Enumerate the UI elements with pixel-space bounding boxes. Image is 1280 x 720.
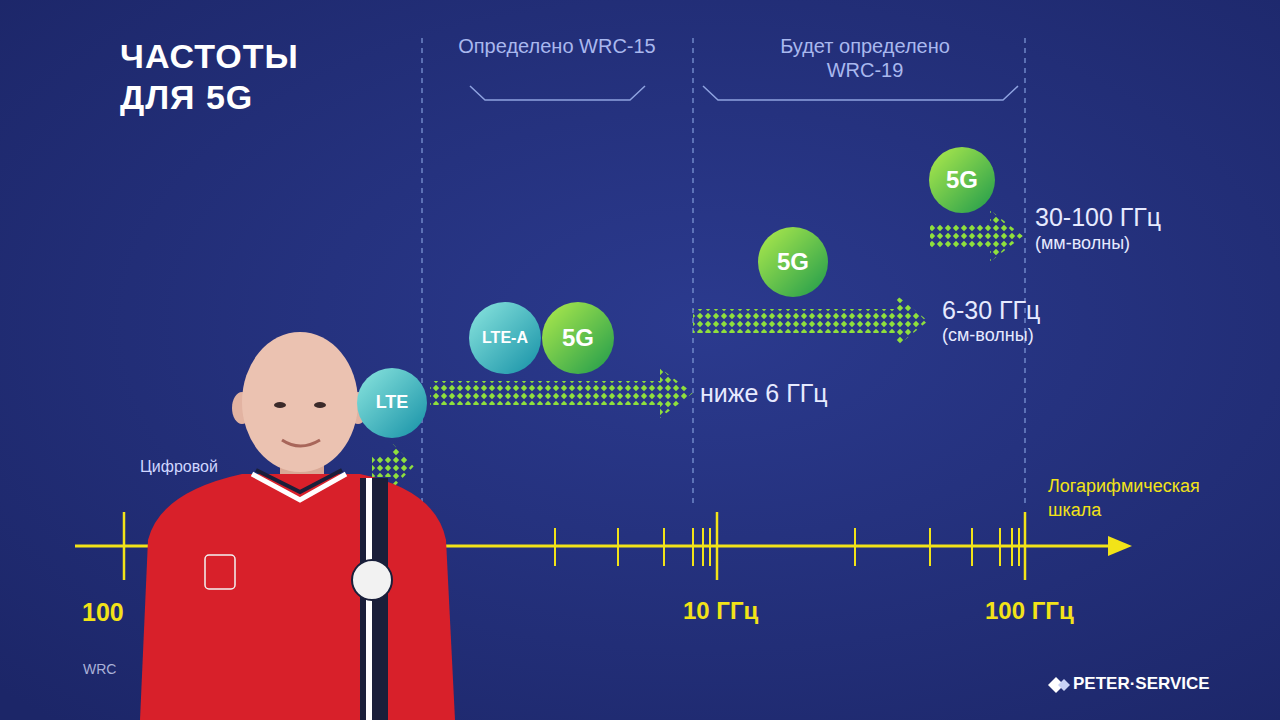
band-name: LTE bbox=[376, 393, 409, 413]
band-name: 5G bbox=[777, 249, 809, 275]
minor-tick bbox=[999, 528, 1001, 566]
presenter-badge bbox=[352, 560, 392, 600]
range-heading: Определено WRC-15 bbox=[457, 34, 657, 58]
band-label: Цифровой bbox=[140, 457, 218, 476]
minor-tick bbox=[854, 528, 856, 566]
axis-note: Логарифмическая шкала bbox=[1048, 474, 1248, 523]
presenter-shirt bbox=[140, 474, 455, 720]
minor-tick bbox=[692, 528, 694, 566]
minor-tick bbox=[929, 528, 931, 566]
band-note: (см-волны) bbox=[942, 325, 1034, 347]
dotted-arrow bbox=[930, 210, 1023, 262]
logo-text: PETER·SERVICE bbox=[1073, 674, 1210, 694]
dotted-arrow bbox=[693, 294, 928, 348]
minor-tick bbox=[617, 528, 619, 566]
minor-tick bbox=[702, 528, 704, 566]
major-tick bbox=[716, 512, 719, 580]
dotted-arrow bbox=[430, 368, 693, 418]
presenter-head bbox=[242, 332, 358, 472]
circle-fill bbox=[357, 368, 427, 438]
band-circle: 5G bbox=[542, 302, 614, 374]
presenter-eye bbox=[274, 402, 286, 408]
presenter-emblem bbox=[205, 555, 235, 589]
band-name: 5G bbox=[562, 325, 594, 351]
minor-tick bbox=[1018, 528, 1020, 566]
axis-arrowhead bbox=[1108, 536, 1132, 556]
range-heading: Будет определено WRC-19 bbox=[755, 34, 975, 82]
band-circle: LTE bbox=[357, 368, 427, 438]
band-label: ниже 6 ГГц bbox=[700, 378, 828, 408]
band-name: LTE-A bbox=[482, 329, 528, 347]
major-tick bbox=[1024, 512, 1027, 580]
slide-title: ЧАСТОТЫ ДЛЯ 5G bbox=[120, 36, 350, 119]
bracket bbox=[470, 86, 645, 100]
divider-line bbox=[421, 38, 423, 505]
divider-line bbox=[1024, 38, 1026, 505]
axis-value: 10 ГГц bbox=[683, 597, 758, 626]
band-circle: 5G bbox=[758, 227, 828, 297]
logo-diamond bbox=[1058, 679, 1070, 691]
circle-fill bbox=[929, 147, 995, 213]
minor-tick bbox=[709, 528, 711, 566]
band-name: 5G bbox=[946, 167, 978, 193]
axis-value: 100 bbox=[82, 597, 124, 627]
presenter-figure bbox=[140, 332, 455, 720]
band-label: 30-100 ГГц bbox=[1035, 202, 1161, 232]
minor-tick bbox=[554, 528, 556, 566]
presenter-collar bbox=[256, 470, 342, 492]
presenter-eye bbox=[314, 402, 326, 408]
presenter-collar bbox=[252, 474, 346, 500]
circle-fill bbox=[469, 302, 541, 374]
circle-fill bbox=[758, 227, 828, 297]
major-tick bbox=[123, 512, 126, 580]
band-note: (мм-волны) bbox=[1035, 233, 1130, 255]
presenter-mouth bbox=[282, 440, 320, 446]
band-circle: LTE-A bbox=[469, 302, 541, 374]
band-label: 6-30 ГГц bbox=[942, 295, 1040, 325]
bracket bbox=[703, 86, 1018, 100]
minor-tick bbox=[663, 528, 665, 566]
minor-tick bbox=[1011, 528, 1013, 566]
circle-fill bbox=[542, 302, 614, 374]
minor-tick bbox=[971, 528, 973, 566]
axis-value: 100 ГГц bbox=[985, 597, 1074, 626]
band-circle: 5G bbox=[929, 147, 995, 213]
footnote: WRC bbox=[83, 661, 116, 678]
logo-icon bbox=[1048, 677, 1070, 693]
divider-line bbox=[692, 38, 694, 505]
